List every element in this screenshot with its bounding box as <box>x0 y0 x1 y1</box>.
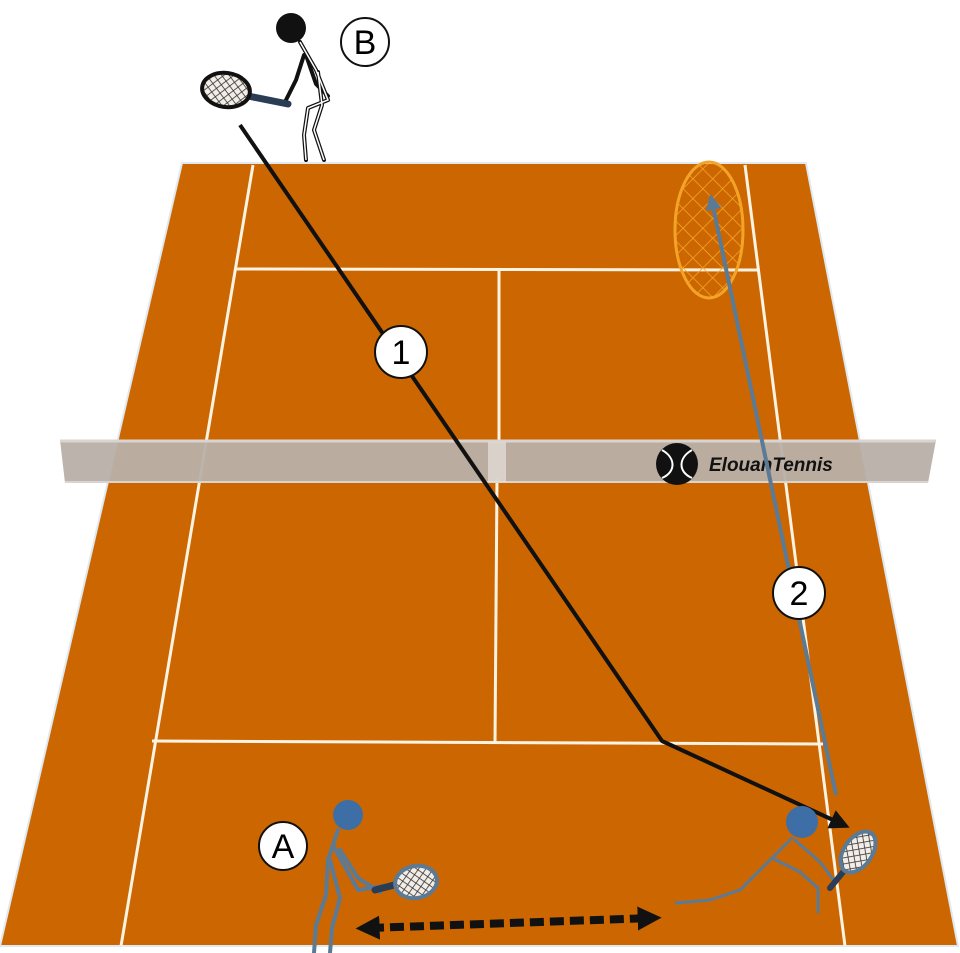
racket-b-handle <box>248 96 288 104</box>
player-a-head-icon <box>333 800 363 830</box>
player-a-label: A <box>272 828 295 866</box>
svg-text:2: 2 <box>790 575 809 613</box>
racket-b-icon <box>200 70 252 110</box>
target-zone <box>675 162 743 298</box>
player-a-moved-head-icon <box>786 806 818 838</box>
svg-text:1: 1 <box>392 334 411 372</box>
player-b: B <box>200 13 389 160</box>
shot-2-label: 2 <box>773 567 825 619</box>
near-center-service-line <box>495 478 497 743</box>
shot-1-label: 1 <box>375 326 427 378</box>
tennis-ball-logo-icon <box>656 443 698 485</box>
player-b-label: B <box>354 24 377 62</box>
net: ElouanTennis <box>60 440 936 485</box>
brand-name: ElouanTennis <box>709 455 833 476</box>
player-b-head-icon <box>276 13 306 43</box>
